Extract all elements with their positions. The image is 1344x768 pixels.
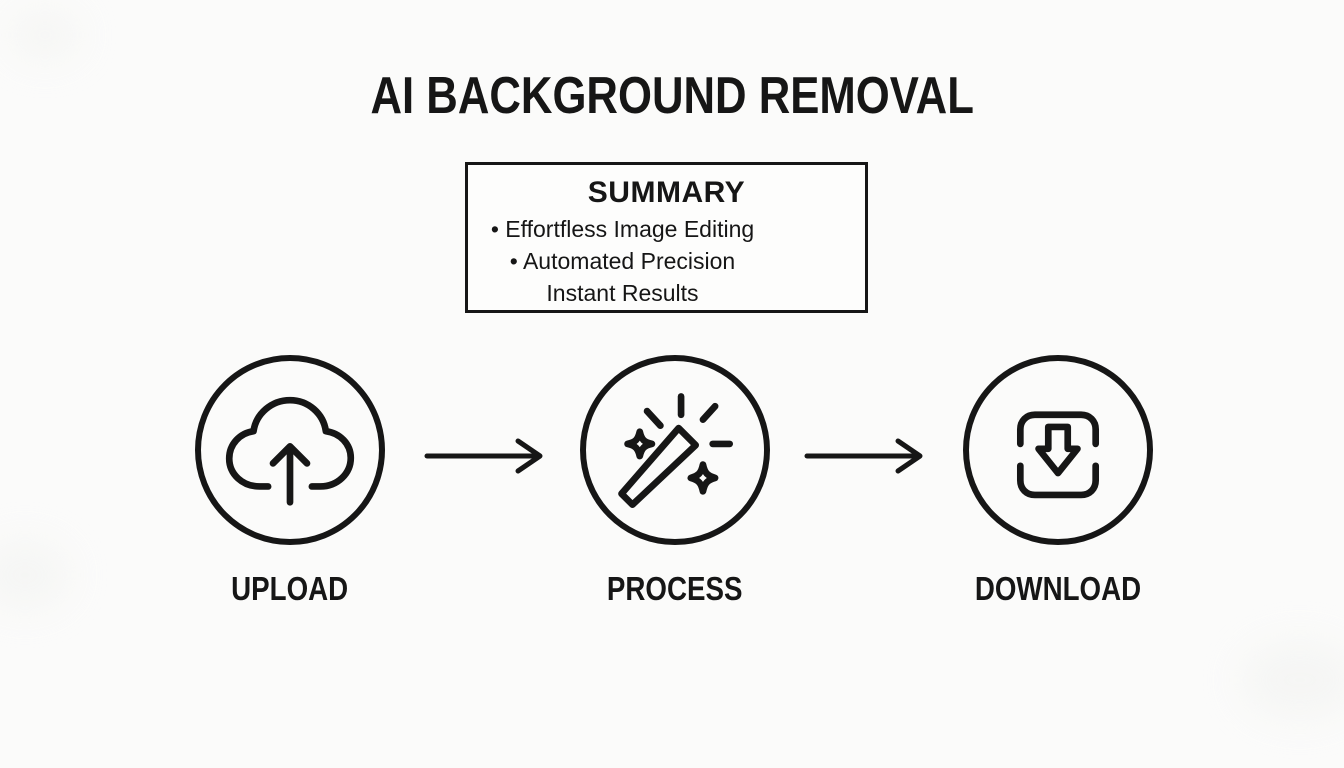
cloud-upload-icon xyxy=(225,396,355,506)
page-title: AI BACKGROUND REMOVAL xyxy=(0,66,1344,126)
summary-item: • Automated Precision xyxy=(509,248,736,274)
step-label-download: DOWNLOAD xyxy=(948,570,1168,608)
step-circle-process xyxy=(580,355,770,545)
background-blotch xyxy=(0,540,70,610)
step-label-upload-text: UPLOAD xyxy=(231,570,349,607)
step-label-process: PROCESS xyxy=(565,570,785,608)
step-label-upload: UPLOAD xyxy=(180,570,400,608)
step-circle-download xyxy=(963,355,1153,545)
page-title-text: AI BACKGROUND REMOVAL xyxy=(370,67,974,125)
summary-box: SUMMARY • Effortfless Image Editing • Au… xyxy=(465,162,868,313)
step-label-process-text: PROCESS xyxy=(607,570,743,607)
background-blotch xyxy=(10,10,80,60)
summary-items: • Effortfless Image Editing • Automated … xyxy=(468,213,777,309)
flow-arrow-icon xyxy=(804,438,923,474)
step-label-download-text: DOWNLOAD xyxy=(974,570,1142,607)
magic-wand-icon xyxy=(618,393,734,509)
flow-arrow-icon xyxy=(424,438,543,474)
summary-item: • Effortfless Image Editing xyxy=(490,216,755,242)
background-blotch xyxy=(1240,640,1344,720)
summary-item: Instant Results xyxy=(546,280,699,306)
step-circle-upload xyxy=(195,355,385,545)
download-tray-icon xyxy=(1016,411,1100,499)
summary-heading: SUMMARY xyxy=(587,176,746,209)
